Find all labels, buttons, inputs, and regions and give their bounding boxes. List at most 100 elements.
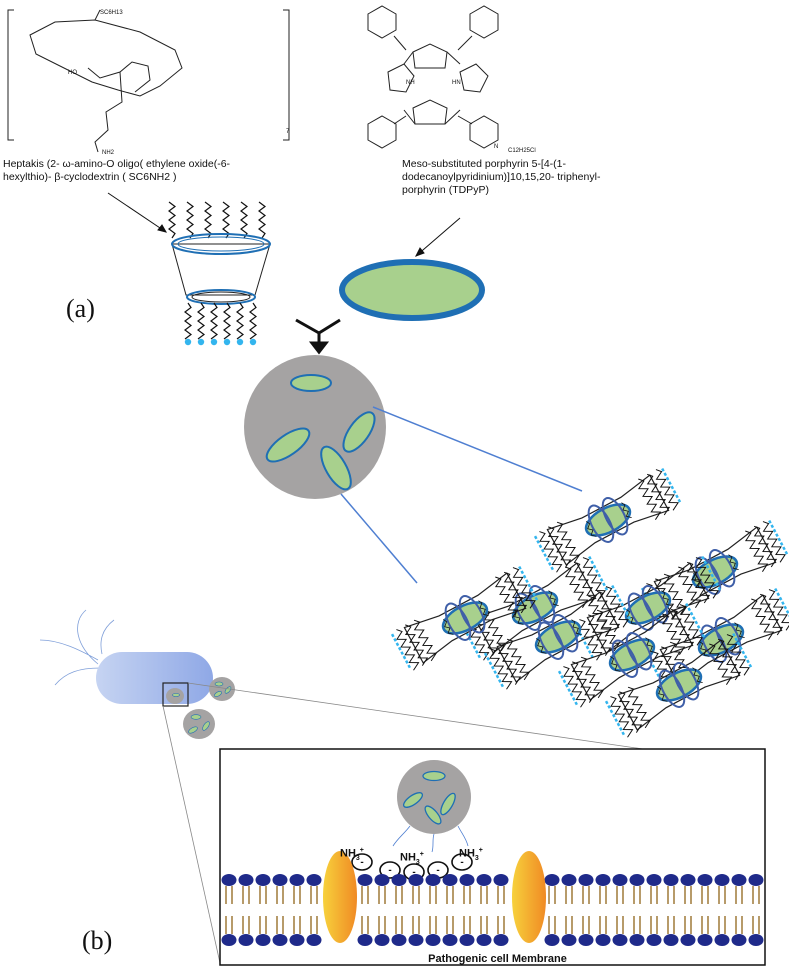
amine-end-dot	[236, 338, 244, 346]
complex-ring	[625, 632, 653, 671]
lipid-head	[493, 874, 509, 886]
lipid-head	[238, 874, 254, 886]
membrane-panel: -----	[219, 748, 766, 966]
oligo-chain	[184, 302, 192, 340]
membrane-surface-charges: -----	[351, 853, 473, 881]
complex-inner-chain	[442, 619, 454, 635]
panel-nanoparticle	[392, 760, 471, 853]
lipid-head	[408, 934, 424, 946]
complex-ring	[658, 669, 686, 708]
complex-amine-edge	[557, 670, 579, 708]
complex-chain	[708, 643, 733, 685]
complex-chain	[556, 521, 581, 564]
alkyl-chain	[186, 201, 194, 239]
cyclodextrin-cartoon	[168, 201, 271, 346]
lipid-head	[357, 874, 373, 886]
lipid-head	[391, 934, 407, 946]
complex-chain	[744, 530, 769, 572]
lipid-head	[357, 934, 373, 946]
complex-chain	[571, 661, 596, 703]
complex-amine-edge	[533, 535, 555, 573]
complex-frame	[496, 591, 620, 683]
lipid-head	[595, 874, 611, 886]
membrane-channels	[323, 851, 546, 943]
lipid-head	[442, 874, 458, 886]
cyclodextrin-structure	[7, 9, 290, 153]
oligo-chain	[197, 302, 205, 340]
negative-charge-symbol: -	[360, 857, 363, 868]
complex-chain	[580, 656, 605, 699]
lipid-head	[561, 934, 577, 946]
lipid-head	[221, 874, 237, 886]
complex-chain	[547, 526, 572, 568]
complex-chain	[483, 609, 508, 652]
negative-charge-symbol: -	[412, 867, 415, 878]
complex-inner-chain	[661, 590, 672, 607]
cd-porphyrin-complex	[483, 584, 633, 690]
cd-porphyrin-complex	[533, 467, 683, 573]
nanoparticle	[244, 355, 386, 499]
complex-inner-chain	[621, 502, 632, 519]
complex-chain	[503, 571, 528, 614]
membrane-zoom-lines	[162, 682, 644, 964]
complex-ring	[601, 497, 629, 536]
complex-inner-chain	[728, 554, 739, 571]
complex-ring	[528, 585, 556, 624]
complex-chain	[605, 586, 629, 628]
oligo-chain	[210, 302, 218, 340]
complex-chain	[686, 561, 711, 604]
amine-end-dot	[249, 338, 257, 346]
complex-ring	[537, 621, 565, 660]
complex-chain	[497, 643, 522, 685]
negative-charge-symbol: -	[460, 857, 463, 868]
alkyl-chain	[240, 201, 248, 239]
complex-chain	[539, 531, 563, 573]
lipid-head	[544, 874, 560, 886]
complex-chain	[655, 469, 679, 511]
complex-chain	[573, 561, 598, 604]
complex-ring	[611, 639, 639, 678]
complex-chain	[506, 638, 531, 681]
complex-chain	[587, 595, 612, 637]
lipid-head	[425, 934, 441, 946]
lipid-head	[493, 934, 509, 946]
zoom-window	[162, 682, 189, 707]
alkyl-chain-label: C12H25Cl	[508, 148, 536, 154]
amine-label: NH2	[102, 150, 115, 156]
complex-inner-chain	[656, 686, 668, 702]
complex-chain	[679, 604, 703, 646]
alkyl-chain	[168, 201, 176, 239]
lipid-head	[374, 934, 390, 946]
complex-chain	[512, 567, 536, 609]
negative-charge-oval	[379, 861, 401, 879]
lipid-head	[578, 874, 594, 886]
lipid-head	[238, 934, 254, 946]
amine-end-dot	[184, 338, 192, 346]
lipid-head	[476, 934, 492, 946]
lipid-head	[255, 934, 271, 946]
complex-amine-edge	[774, 587, 789, 625]
complex-inner-chain	[698, 641, 710, 657]
complex-chain	[563, 666, 587, 708]
amine-end-dot	[210, 338, 218, 346]
complex-chain	[404, 624, 429, 666]
complex-inner-chain	[535, 638, 547, 654]
complex-chain	[661, 613, 686, 655]
complex-inner-chain	[609, 656, 621, 672]
complex-chain	[695, 557, 719, 599]
lipid-head	[306, 934, 322, 946]
combine-arrow	[295, 318, 341, 355]
complex-chain	[677, 566, 702, 608]
complex-chain	[637, 478, 662, 520]
amine-end-dot	[197, 338, 205, 346]
lipid-head	[459, 874, 475, 886]
complex-frame	[653, 526, 777, 618]
amine-charge-label-1: NH3+	[340, 847, 364, 862]
complex-chain	[596, 590, 621, 633]
oligo-chain	[249, 302, 257, 340]
lipid-head	[306, 874, 322, 886]
lipid-head	[731, 934, 747, 946]
complex-inner-chain	[692, 667, 703, 684]
lipid-head	[646, 934, 662, 946]
